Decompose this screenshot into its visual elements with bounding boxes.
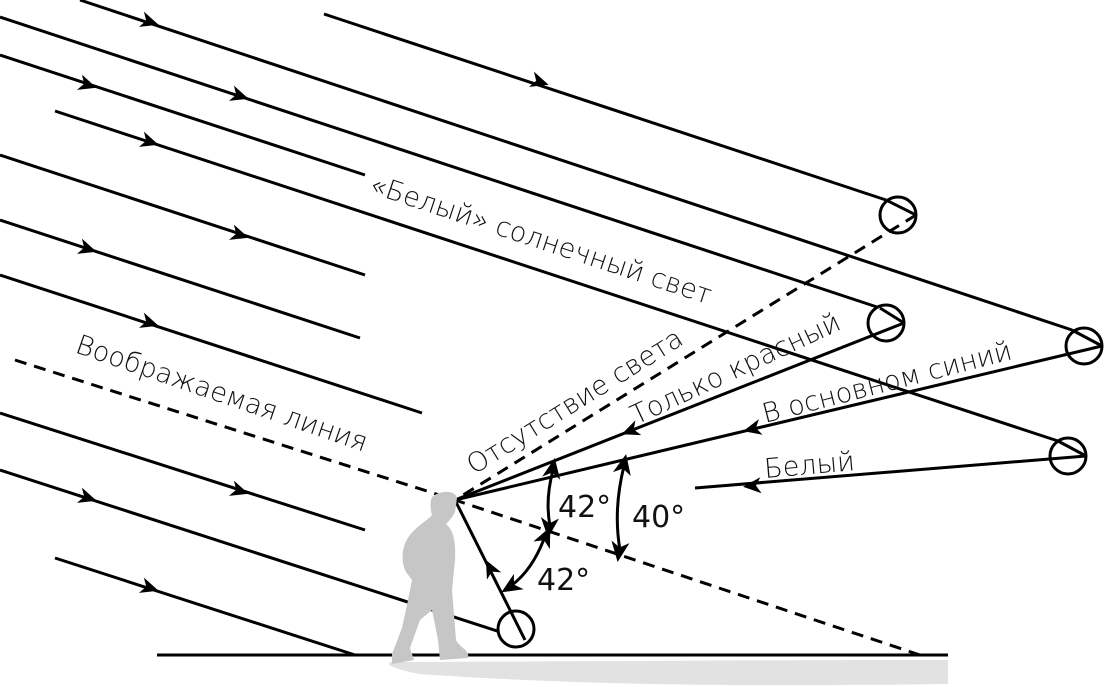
arrow-icon xyxy=(138,577,162,599)
white-label: Белый xyxy=(763,446,856,485)
angle-label-upper: 42° xyxy=(558,490,611,525)
blue-ray xyxy=(454,344,1103,502)
angle-arc-42-upper xyxy=(546,469,555,527)
arrow-icon xyxy=(76,487,100,509)
sunlight-label: «Белый» солнечный свет xyxy=(366,169,716,311)
angle-label-spread: 40° xyxy=(632,500,685,535)
sun-ray xyxy=(54,109,1059,443)
no-light-ray xyxy=(454,213,917,502)
person-silhouette xyxy=(392,491,469,664)
shadow xyxy=(389,660,949,686)
angle-arc-42-lower xyxy=(511,538,546,587)
arrow-icon xyxy=(478,556,502,580)
raindrop xyxy=(496,609,536,649)
sun-ray xyxy=(0,53,366,177)
arrow-icon xyxy=(76,238,100,260)
sun-ray xyxy=(54,556,356,657)
angle-label-lower: 42° xyxy=(537,563,590,598)
sun-ray-arrows xyxy=(76,11,552,599)
angle-arcs xyxy=(499,454,633,598)
arrow-icon xyxy=(742,477,762,495)
sun-ray xyxy=(0,15,881,310)
sun-ray xyxy=(0,153,366,277)
red-ray xyxy=(454,321,905,502)
white-ray xyxy=(694,454,1087,490)
sun-ray xyxy=(323,12,887,202)
arrow-icon xyxy=(138,131,162,153)
sun-ray xyxy=(0,411,366,532)
sun-ray xyxy=(0,218,361,340)
sun-ray xyxy=(0,273,423,415)
angle-arc-40 xyxy=(615,465,626,551)
outgoing-rays xyxy=(453,213,1103,641)
arrow-icon xyxy=(228,85,252,107)
sun-ray xyxy=(79,0,1073,332)
